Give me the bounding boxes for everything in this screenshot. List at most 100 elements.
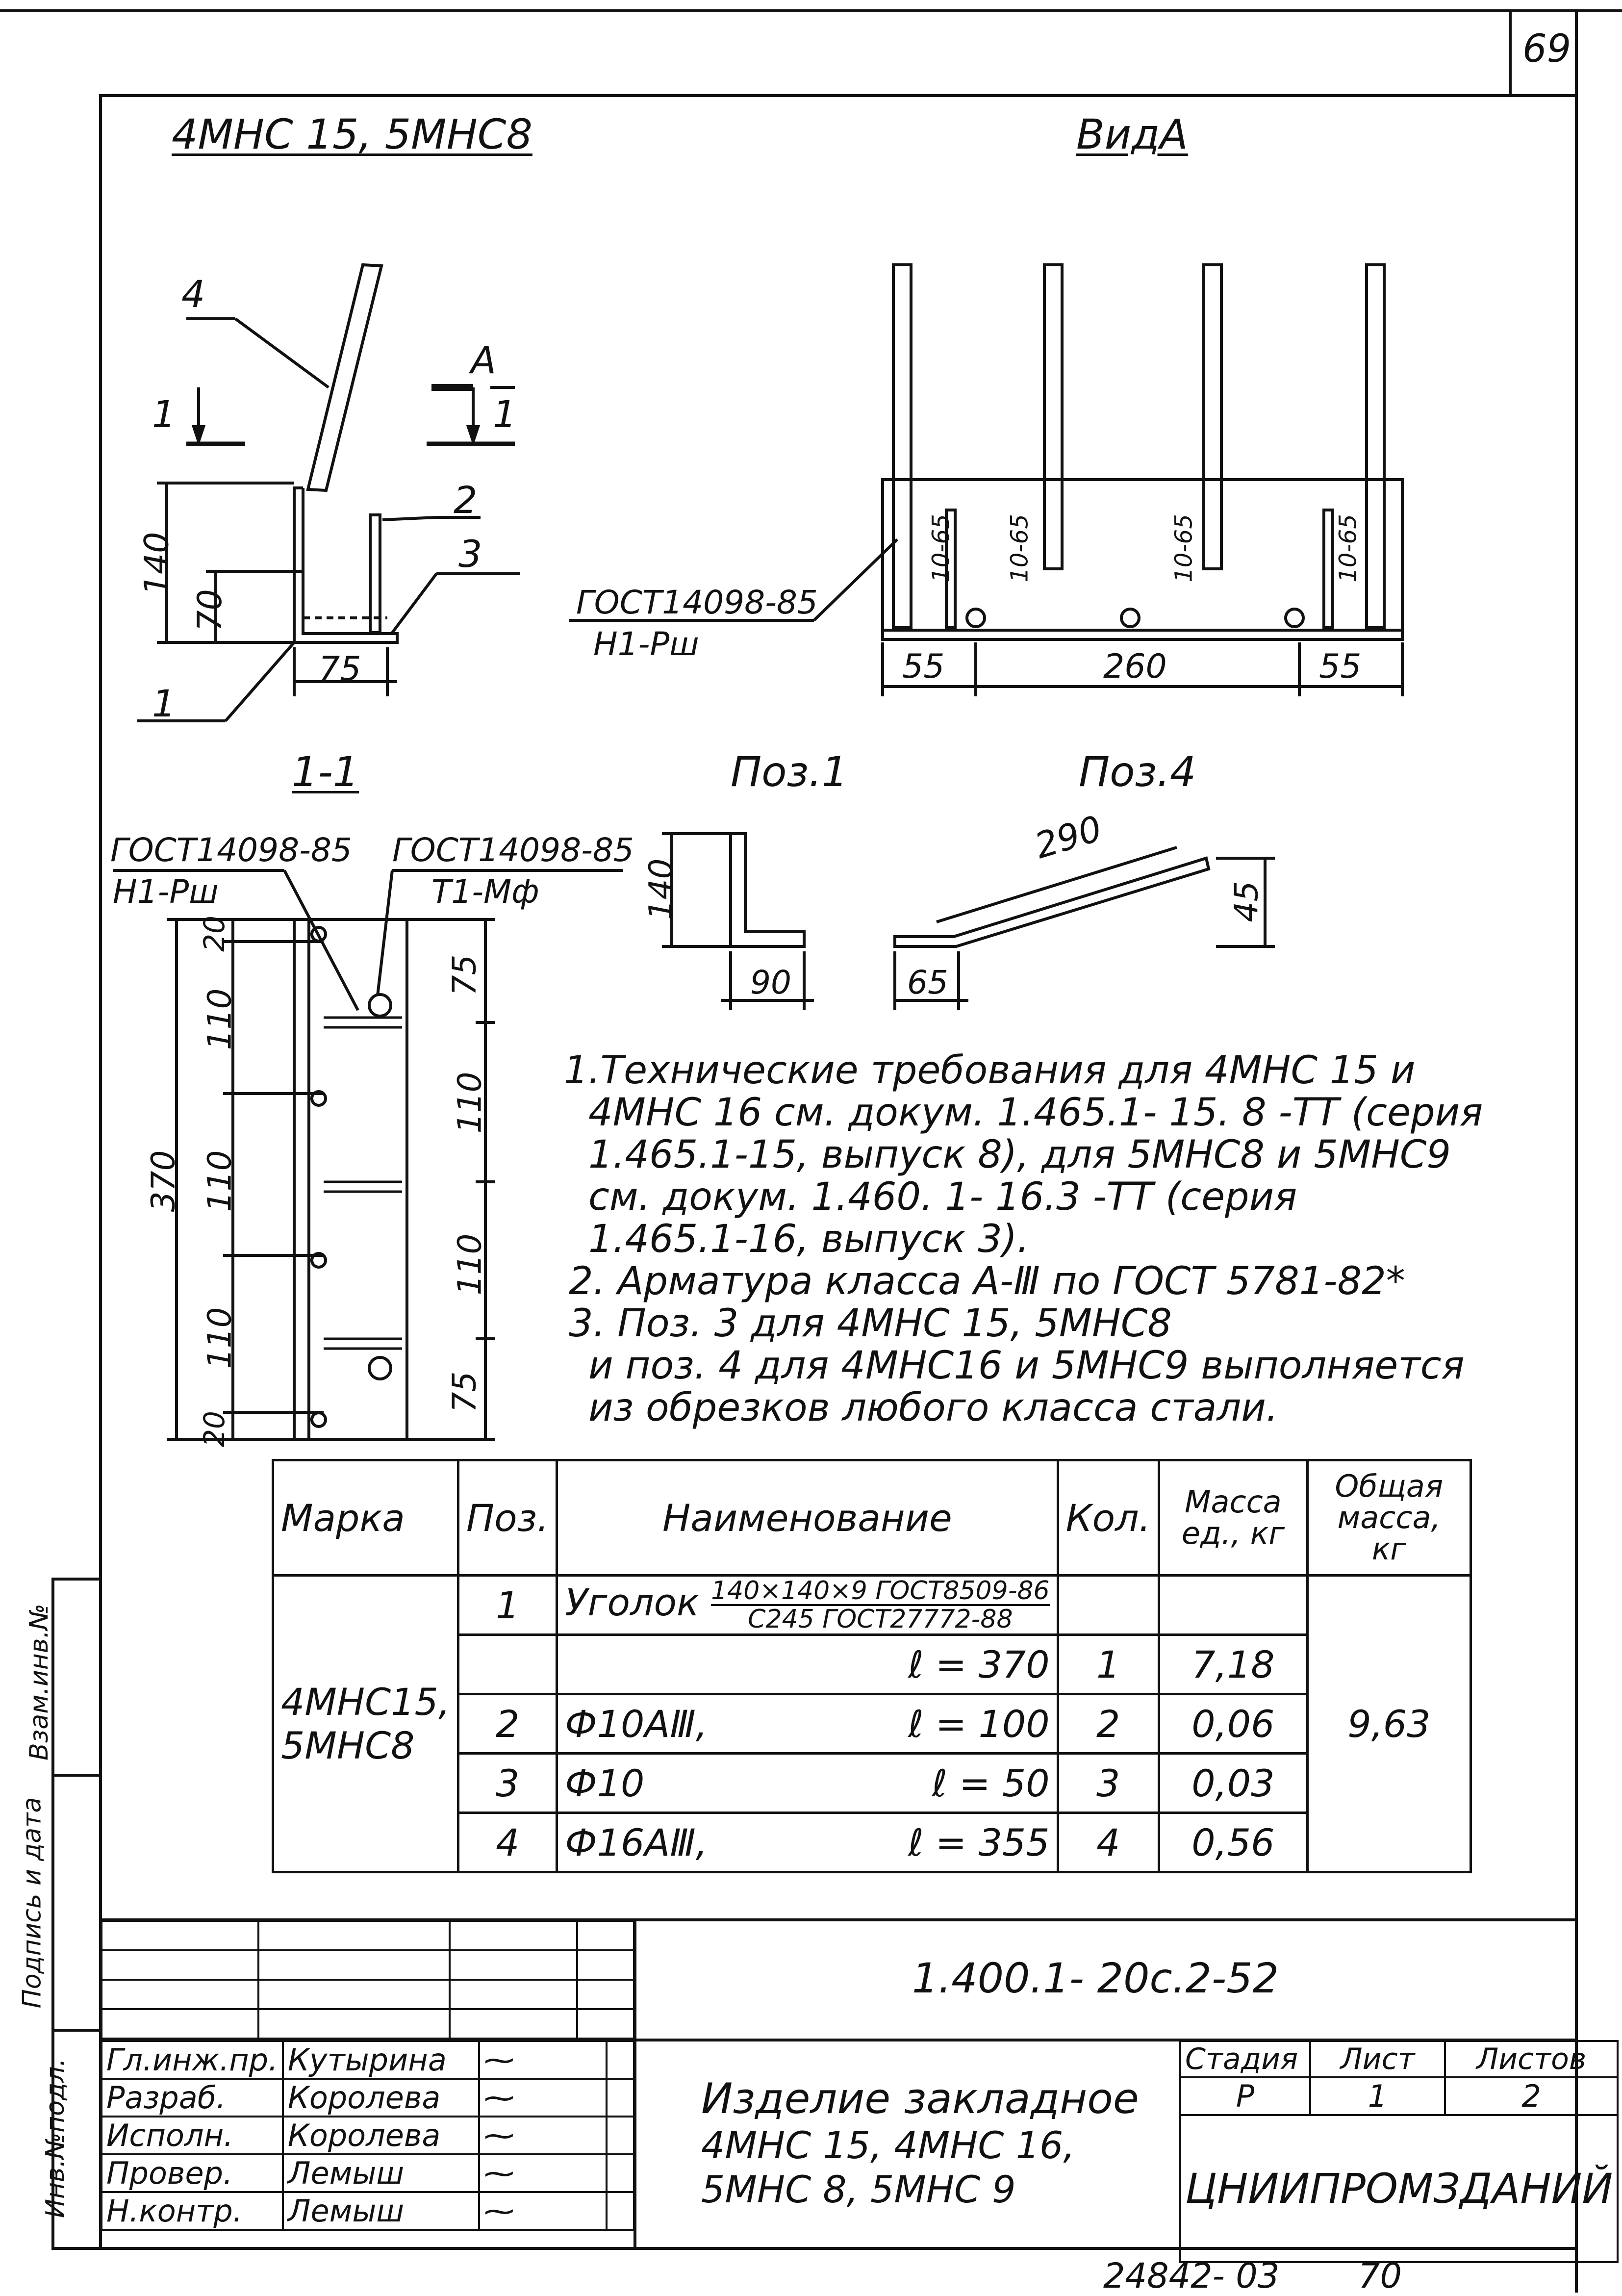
note-line: 3. Поз. 3 для 4МНС 15, 5МНС8 [569, 1301, 1172, 1346]
note-line: и поз. 4 для 4МНС16 и 5МНС9 выполняется [588, 1344, 1465, 1388]
signature-row: Провер.Лемыш⁓ [101, 2153, 635, 2193]
row-mass: 0,56 [1157, 1811, 1309, 1873]
row-name-len: Ф10АⅢ,ℓ = 100 [556, 1693, 1059, 1755]
callout-1-right: 1 [493, 392, 517, 436]
specification-table: Марка Поз. Наименование Кол. Масса ед., … [271, 1459, 1472, 1873]
row-mass [1157, 1574, 1309, 1636]
note-line: см. докум. 1.460. 1- 16.3 -ТТ (серия [588, 1175, 1297, 1219]
side-label-signature: Подпись и дата [17, 1797, 47, 2009]
stage-label: Стадия [1179, 2040, 1311, 2078]
row-qty: 3 [1056, 1752, 1160, 1814]
table-row: 4МНС15, 5МНС8 1 Уголок 140×140×9 ГОСТ850… [271, 1574, 1472, 1873]
row-mass: 0,06 [1157, 1693, 1309, 1755]
signature-mark: ⁓ [478, 2116, 608, 2155]
dim-75: 75 [319, 650, 361, 689]
row-pos: 2 [457, 1693, 558, 1755]
spec-header-row: Марка Поз. Наименование Кол. Масса ед., … [271, 1459, 1472, 1577]
header-qty: Кол. [1056, 1459, 1160, 1577]
dim-10-65-a: 10-65 [927, 514, 955, 583]
header-name: Наименование [556, 1459, 1059, 1577]
callout-1-bottom: 1 [152, 682, 176, 725]
row-name-len: Ф16АⅢ,ℓ = 355 [556, 1811, 1059, 1873]
callout-1-left: 1 [152, 392, 176, 436]
signature-mark: ⁓ [478, 2153, 608, 2193]
page-number: 69 [1522, 27, 1571, 71]
item-title-2: 4МНС 15, 4МНС 16, [701, 2123, 1075, 2167]
note-line: 2. Арматура класса А-Ⅲ по ГОСТ 5781-82* [569, 1259, 1405, 1303]
dim-10-65-d: 10-65 [1334, 514, 1362, 583]
note-line: 1.465.1-15, выпуск 8), для 5МНС8 и 5МНС9 [588, 1133, 1451, 1177]
title-block-grid [101, 1918, 1576, 2248]
row-len: ℓ = 370 [556, 1633, 1059, 1695]
row-name-bot: С245 ГОСТ27772-88 [748, 1605, 1013, 1634]
pos4-title: Поз.4 [1079, 748, 1196, 796]
section-1-1-drawing [113, 869, 623, 1441]
row-name-top: 140×140×9 ГОСТ8509-86 [711, 1576, 1050, 1606]
weld-left-std: ГОСТ14098-85 [110, 831, 352, 869]
row-pos: 1 [457, 1574, 558, 1636]
callout-2: 2 [454, 478, 478, 522]
dim-70: 70 [190, 589, 229, 632]
callout-a: А [471, 338, 496, 382]
weld-right-std: ГОСТ14098-85 [392, 831, 634, 869]
dim-section-370: 370 [144, 1150, 182, 1212]
dim-section-110-r1: 110 [451, 1071, 489, 1134]
dim-10-65-c: 10-65 [1170, 514, 1198, 583]
technical-notes: 1.Технические требования для 4МНС 15 и 4… [564, 1049, 1520, 1429]
callout-3: 3 [458, 532, 482, 576]
table-row: 2 Ф10АⅢ,ℓ = 100 2 0,06 [273, 1693, 1471, 1755]
row-qty: 1 [1056, 1633, 1160, 1695]
table-row: 4 Ф16АⅢ,ℓ = 355 4 0,56 [273, 1811, 1471, 1873]
pos1-drawing [662, 832, 814, 1010]
signature-row: Н.контр.Лемыш⁓ [101, 2191, 635, 2231]
dim-section-20-top: 20 [197, 916, 231, 952]
footer-code: 24842- 03 [1103, 2256, 1280, 2296]
stage-table: Стадия Лист Листов Р 1 2 ЦНИИПРОМЗДАНИЙ [1179, 2040, 1619, 2263]
row-pos: 4 [457, 1811, 558, 1873]
signatures-table: Гл.инж.пр.Кутырина⁓ Разраб.Королева⁓ Исп… [101, 2040, 635, 2231]
view-a-drawing [569, 263, 1404, 696]
dim-section-75-bottom: 75 [445, 1371, 483, 1413]
pos1-dim-140: 140 [642, 858, 680, 920]
row-mass: 0,03 [1157, 1752, 1309, 1814]
header-mark: Марка [271, 1459, 460, 1577]
header-pos: Поз. [457, 1459, 558, 1577]
dim-section-110-2: 110 [201, 1150, 239, 1212]
item-title-1: Изделие закладное [701, 2074, 1139, 2123]
dim-140: 140 [137, 532, 177, 596]
sheets-label: Листов [1444, 2040, 1619, 2078]
signature-mark: ⁓ [478, 2040, 608, 2080]
side-strip [51, 1578, 102, 2250]
row-pos [457, 1633, 558, 1695]
page-number-box [1509, 11, 1576, 97]
header-total-mass: Общая масса, кг [1306, 1459, 1472, 1577]
signature-mark: ⁓ [478, 2191, 608, 2231]
dim-55-right: 55 [1319, 647, 1362, 686]
stage-value: Р [1179, 2076, 1311, 2116]
side-label-replace: Взам.инв.№ [25, 1604, 54, 1760]
signature-mark: ⁓ [478, 2078, 608, 2117]
detail-side-view [137, 263, 520, 722]
spec-total-mass: 9,63 [1306, 1574, 1472, 1873]
dim-section-110-3: 110 [201, 1307, 239, 1369]
dim-section-110-1: 110 [201, 988, 239, 1050]
dim-55-left: 55 [902, 647, 945, 686]
view-a-title: ВидА [1076, 110, 1188, 158]
signature-row: Исполн.Королева⁓ [101, 2116, 635, 2155]
note-line: 1.Технические требования для 4МНС 15 и [564, 1048, 1416, 1093]
dim-260: 260 [1103, 647, 1167, 686]
pos1-dim-90: 90 [750, 964, 791, 1001]
row-qty: 2 [1056, 1693, 1160, 1755]
dim-10-65-b: 10-65 [1006, 514, 1034, 583]
organization: ЦНИИПРОМЗДАНИЙ [1179, 2114, 1619, 2263]
signature-row: Разраб.Королева⁓ [101, 2078, 635, 2117]
footer-page: 70 [1358, 2256, 1402, 2296]
dim-section-110-r2: 110 [451, 1233, 489, 1296]
sheet-label: Лист [1309, 2040, 1446, 2078]
document-code: 1.400.1- 20с.2-52 [912, 1954, 1279, 2002]
pos4-drawing [893, 846, 1275, 1010]
row-qty: 4 [1056, 1811, 1160, 1873]
item-title-3: 5МНС 8, 5МНС 9 [701, 2168, 1016, 2211]
